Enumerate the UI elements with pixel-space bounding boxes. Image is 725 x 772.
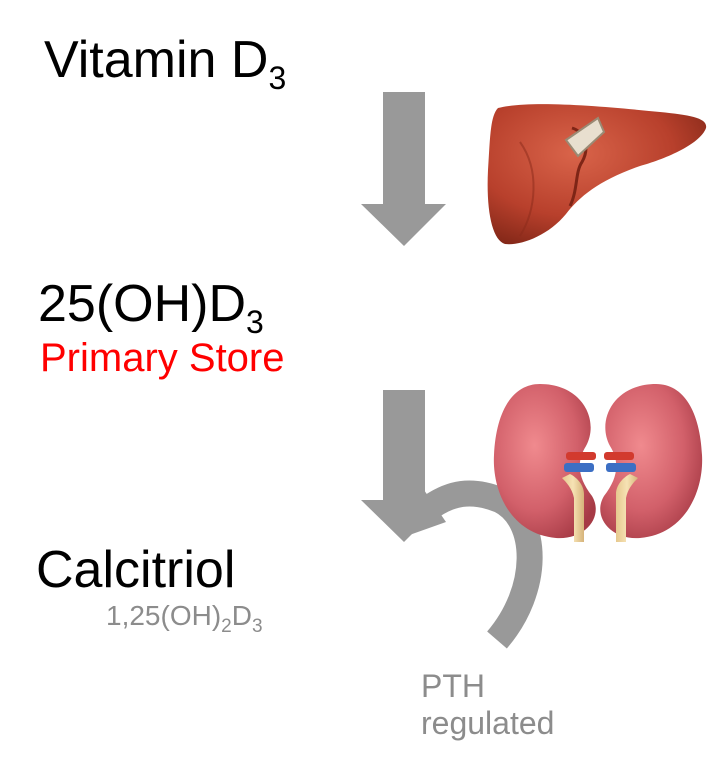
kidneys-illustration: [493, 384, 703, 542]
step-subscript: 3: [246, 304, 264, 340]
liver-illustration: [487, 104, 707, 245]
step-subscript: 3: [268, 60, 287, 96]
step-vitamin-d3: Vitamin D3: [44, 31, 286, 94]
step-calcitriol: Calcitriol: [36, 541, 236, 599]
step-25ohd3: 25(OH)D3: [38, 275, 264, 338]
primary-store-note: Primary Store: [40, 336, 285, 380]
pth-label: PTH: [421, 668, 485, 704]
formula-subscript: 3: [251, 616, 263, 637]
step-label: Vitamin D: [44, 31, 269, 89]
step-label: 25(OH)D: [38, 275, 247, 333]
formula-part: D: [231, 600, 252, 631]
calcitriol-formula: 1,25(OH)2D3: [106, 600, 263, 637]
formula-subscript: 2: [221, 616, 232, 637]
regulated-label: regulated: [421, 705, 555, 742]
pth-regulated-label: PTH regulated: [421, 668, 554, 742]
formula-part: 1,25(OH): [106, 600, 222, 631]
conversion-arrow-1: [361, 92, 446, 246]
